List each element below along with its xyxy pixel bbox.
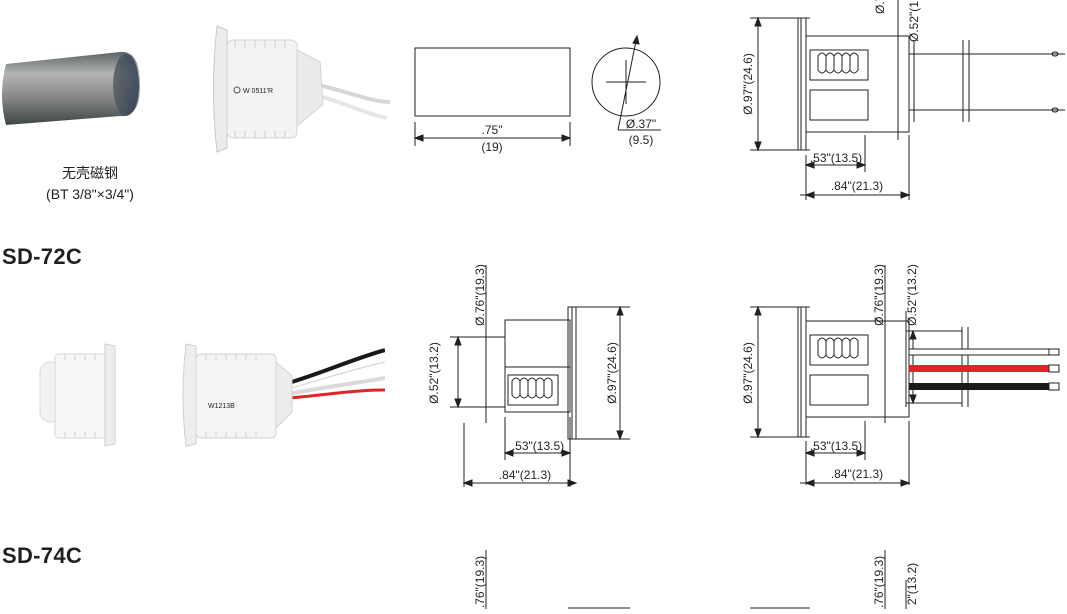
sd72c-switch-drawing: Ø.97"(24.6) Ø.76"(19.3) Ø.52"(13.2) .53"… bbox=[730, 245, 1067, 495]
top-dia-label-1: Ø.76 bbox=[873, 0, 887, 14]
sd74c-magnet-drawing-partial: .76"(19.3) bbox=[420, 550, 650, 609]
cylinder-magnet-drawing: .75" (19) Ø.37" (9.5) bbox=[405, 30, 675, 160]
cylinder-length-mm: (19) bbox=[481, 140, 502, 154]
sd72c-magnet-dim-top: Ø.76"(19.3) bbox=[473, 264, 487, 326]
sd72c-title: SD-72C bbox=[2, 244, 83, 269]
bare-magnet-caption-cn: 无壳磁钢 bbox=[62, 165, 118, 181]
sd72c-magnet-dim-left: Ø.52"(13.2) bbox=[427, 342, 441, 404]
bare-magnet-photo bbox=[0, 50, 140, 130]
bare-magnet-caption: 无壳磁钢 (BT 3/8"×3/4") bbox=[20, 163, 160, 205]
sd72c-magnet-len-long: .84"(21.3) bbox=[499, 468, 551, 482]
top-len-short-label: .53"(13.5) bbox=[810, 151, 862, 165]
top-dia-label-2: Ø.52"(1 bbox=[907, 1, 921, 42]
sd74c-switch-drawing-partial: .76"(19.3) 2"(13.2) bbox=[730, 550, 1067, 609]
sd72c-switch-photo: W1213B bbox=[180, 340, 386, 450]
sd72c-switch-dim-top-1: Ø.76"(19.3) bbox=[872, 264, 886, 326]
sd72c-switch-len-long: .84"(21.3) bbox=[831, 467, 883, 481]
top-len-long-label: .84"(21.3) bbox=[831, 179, 883, 193]
sd74c-dim-top-2: .76"(19.3) bbox=[872, 556, 886, 608]
sd72c-magnet-photo bbox=[35, 340, 120, 450]
sd72c-magnet-len-short: .53"(13.5) bbox=[512, 439, 564, 453]
top-switch-photo: W 0511'R bbox=[205, 22, 395, 157]
sd72c-switch-len-short: .53"(13.5) bbox=[810, 439, 862, 453]
sd74c-title: SD-74C bbox=[2, 543, 83, 568]
cylinder-length-label: .75" bbox=[482, 123, 503, 137]
sd72c-magnet-dim-right: Ø.97"(24.6) bbox=[605, 342, 619, 404]
top-switch-drawing: Ø.97"(24.6) Ø.76 Ø.52"(1 .53"(13.5) .84"… bbox=[730, 0, 1067, 200]
cylinder-diameter-mm: (9.5) bbox=[629, 133, 654, 147]
sd72c-magnet-drawing: Ø.76"(19.3) Ø.52"(13.2) Ø.97"(24.6) .53"… bbox=[420, 245, 650, 495]
sd74c-dim-top-1: .76"(19.3) bbox=[473, 556, 487, 608]
sd74c-dim-top-3: 2"(13.2) bbox=[905, 563, 919, 605]
sd72c-switch-dim-left: Ø.97"(24.6) bbox=[741, 342, 755, 404]
cylinder-diameter-label: Ø.37" bbox=[626, 117, 656, 131]
sd72c-switch-dim-top-2: Ø.52"(13.2) bbox=[905, 264, 919, 326]
top-switch-marking: W 0511'R bbox=[243, 88, 273, 95]
top-flange-dia-label: Ø.97"(24.6) bbox=[741, 53, 755, 115]
bare-magnet-caption-spec: (BT 3/8"×3/4") bbox=[46, 186, 134, 202]
sd72c-switch-marking: W1213B bbox=[208, 403, 235, 410]
